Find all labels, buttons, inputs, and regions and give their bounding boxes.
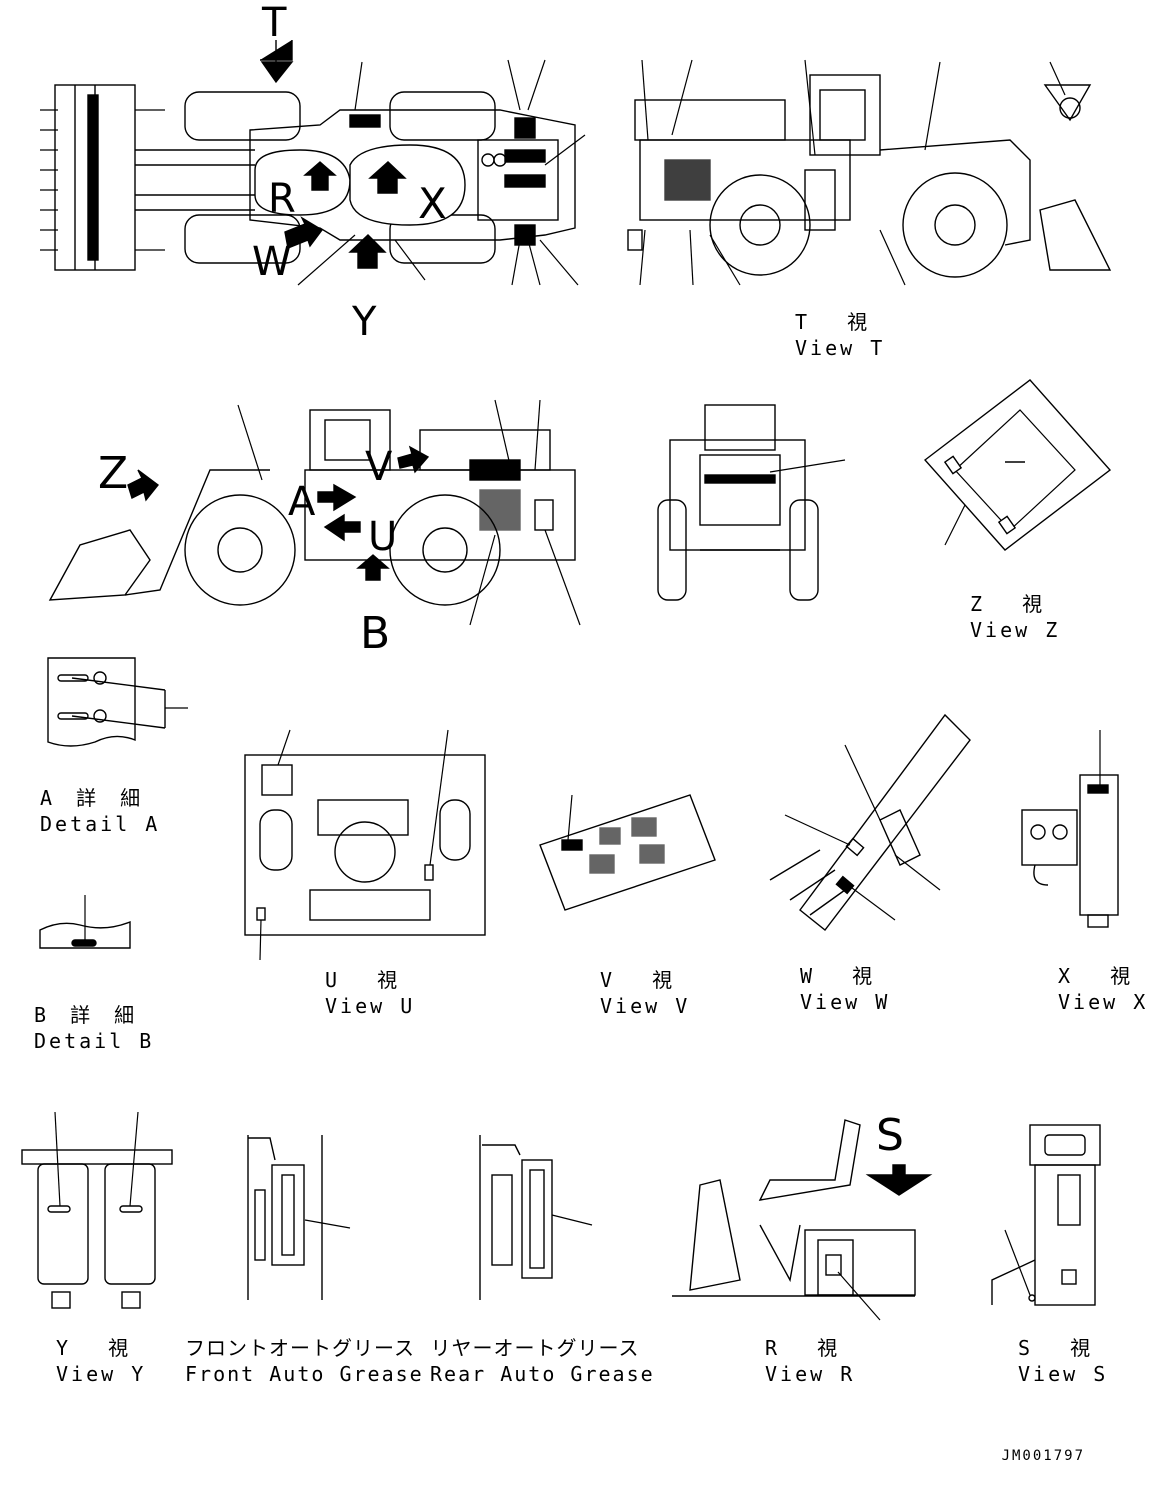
front-auto-grease-drawing [247, 1135, 351, 1300]
caption-detail-b: B 詳 細 Detail B [34, 1005, 155, 1053]
view-letter-v-marker: V [365, 444, 393, 490]
caption-detail-a-en: Detail A [40, 812, 161, 836]
caption-view-z-en: View Z [970, 618, 1061, 642]
view-x-drawing [1021, 730, 1119, 928]
caption-view-t-en: View T [795, 336, 886, 360]
view-letter-a-marker: A [288, 479, 316, 525]
caption-view-t-jp: T 視 [795, 310, 882, 334]
top-view-drawing [40, 40, 586, 286]
caption-view-r-jp: R 視 [765, 1336, 852, 1360]
detail-b-drawing [39, 895, 131, 949]
caption-view-u: U 視 View U [325, 970, 416, 1018]
view-letter-s-marker: S [876, 1110, 904, 1161]
view-t-drawing [627, 59, 1112, 286]
caption-detail-b-en: Detail B [34, 1029, 155, 1053]
caption-view-s: S 視 View S [1018, 1338, 1109, 1386]
caption-front-auto-grease-jp: フロントオートグリース [185, 1336, 415, 1360]
caption-view-u-en: View U [325, 994, 416, 1018]
view-u-drawing [244, 729, 486, 961]
caption-view-w: W 視 View W [800, 966, 891, 1014]
rear-view-drawing [657, 404, 846, 601]
caption-view-y: Y 視 View Y [56, 1338, 147, 1386]
view-s-drawing [991, 1124, 1101, 1306]
caption-view-x: X 視 View X [1058, 966, 1149, 1014]
caption-rear-auto-grease: リヤーオートグリース Rear Auto Grease [430, 1336, 655, 1386]
caption-rear-auto-grease-en: Rear Auto Grease [430, 1362, 655, 1386]
view-letter-r-marker: R [268, 176, 296, 222]
view-letter-x-marker: X [418, 179, 447, 228]
caption-detail-b-jp: B 詳 細 [34, 1003, 141, 1027]
view-letter-b-marker: B [360, 608, 390, 659]
caption-view-v-jp: V 視 [600, 968, 687, 992]
detail-a-drawing [47, 657, 188, 747]
view-letter-u-marker: U [368, 514, 397, 560]
view-letter-w-marker: W [252, 239, 292, 285]
view-v-drawing [539, 794, 716, 911]
caption-front-auto-grease: フロントオートグリース Front Auto Grease [185, 1338, 424, 1386]
caption-view-z: Z 視 View Z [970, 594, 1061, 642]
caption-detail-a: A 詳 細 Detail A [40, 788, 161, 836]
view-letter-y-marker: Y [351, 299, 377, 345]
view-letter-t-marker: T [261, 0, 287, 46]
caption-view-z-jp: Z 視 [970, 592, 1057, 616]
caption-view-r: R 視 View R [765, 1338, 856, 1386]
caption-view-u-jp: U 視 [325, 968, 412, 992]
view-y-drawing [21, 1111, 173, 1309]
view-z-drawing [923, 379, 1112, 551]
caption-rear-auto-grease-jp: リヤーオートグリース [430, 1336, 640, 1360]
caption-view-s-en: View S [1018, 1362, 1109, 1386]
caption-detail-a-jp: A 詳 細 [40, 786, 147, 810]
caption-view-y-en: View Y [56, 1362, 147, 1386]
caption-view-t: T 視 View T [795, 312, 886, 360]
caption-view-s-jp: S 視 [1018, 1336, 1105, 1360]
document-id: JM001797 [1001, 1448, 1085, 1464]
caption-view-x-jp: X 視 [1058, 964, 1145, 988]
view-w-drawing [769, 713, 971, 931]
caption-view-r-en: View R [765, 1362, 856, 1386]
side-view-drawing [48, 399, 581, 626]
caption-view-x-en: View X [1058, 990, 1149, 1014]
caption-view-y-jp: Y 視 [56, 1336, 143, 1360]
caption-view-v-en: View V [600, 994, 691, 1018]
caption-view-w-jp: W 視 [800, 964, 887, 988]
view-letter-z-marker: Z [98, 448, 128, 499]
rear-auto-grease-drawing [479, 1135, 593, 1300]
caption-view-v: V 視 View V [600, 970, 691, 1018]
caption-view-w-en: View W [800, 990, 891, 1014]
caption-front-auto-grease-en: Front Auto Grease [185, 1362, 424, 1386]
view-r-drawing [672, 1119, 933, 1321]
